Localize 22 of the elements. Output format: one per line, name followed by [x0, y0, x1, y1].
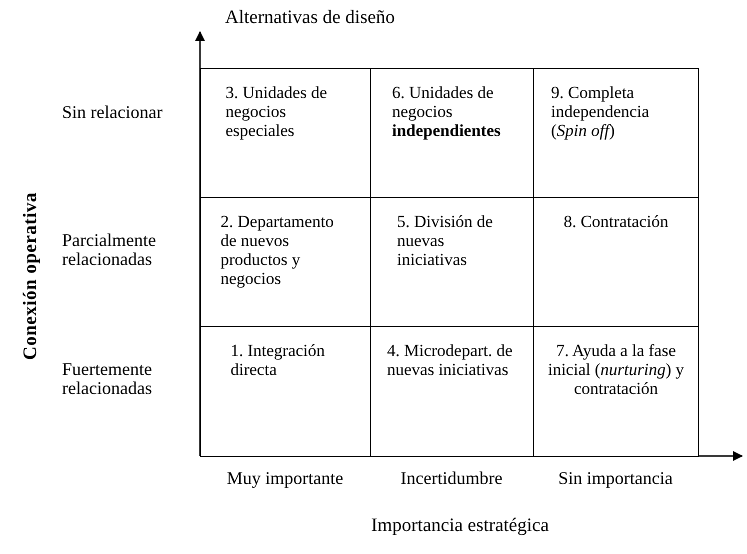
- axis-title: Conexión operativa: [20, 192, 42, 360]
- cell-text: 4. Microdepart. de nuevas iniciativas: [387, 341, 514, 379]
- cell-text: 6. Unidades de negocios independientes: [392, 83, 502, 140]
- cell-text: 9. Completa independencia (Spin off): [551, 83, 650, 140]
- cell-text: 5. División de nuevas iniciativas: [397, 212, 494, 269]
- row-label: Parcialmente relacionadas: [62, 231, 157, 269]
- matrix-cell: [533, 68, 699, 198]
- cell-text: 8. Contratación: [564, 212, 668, 231]
- matrix-cell: [533, 326, 699, 457]
- matrix-cell: [200, 68, 371, 198]
- row-label: Sin relacionar: [62, 103, 164, 122]
- cell-text: 2. Departamento de nuevos productos y negocios: [220, 212, 335, 288]
- cell-text: 1. Integración directa: [230, 341, 326, 379]
- column-label: Incertidumbre: [400, 469, 504, 488]
- matrix-cell: [200, 326, 371, 457]
- axis-title: Alternativas de diseño: [225, 8, 396, 27]
- column-label: Muy importante: [226, 469, 344, 488]
- cell-text: 7. Ayuda a la fase inicial (nurturing) y contratación: [546, 341, 685, 398]
- axis-title: Importancia estratégica: [370, 516, 550, 535]
- cell-text: 3. Unidades de negocios especiales: [226, 83, 328, 140]
- column-label: Sin importancia: [557, 469, 674, 488]
- row-label: Fuertemente relacionadas: [62, 360, 153, 398]
